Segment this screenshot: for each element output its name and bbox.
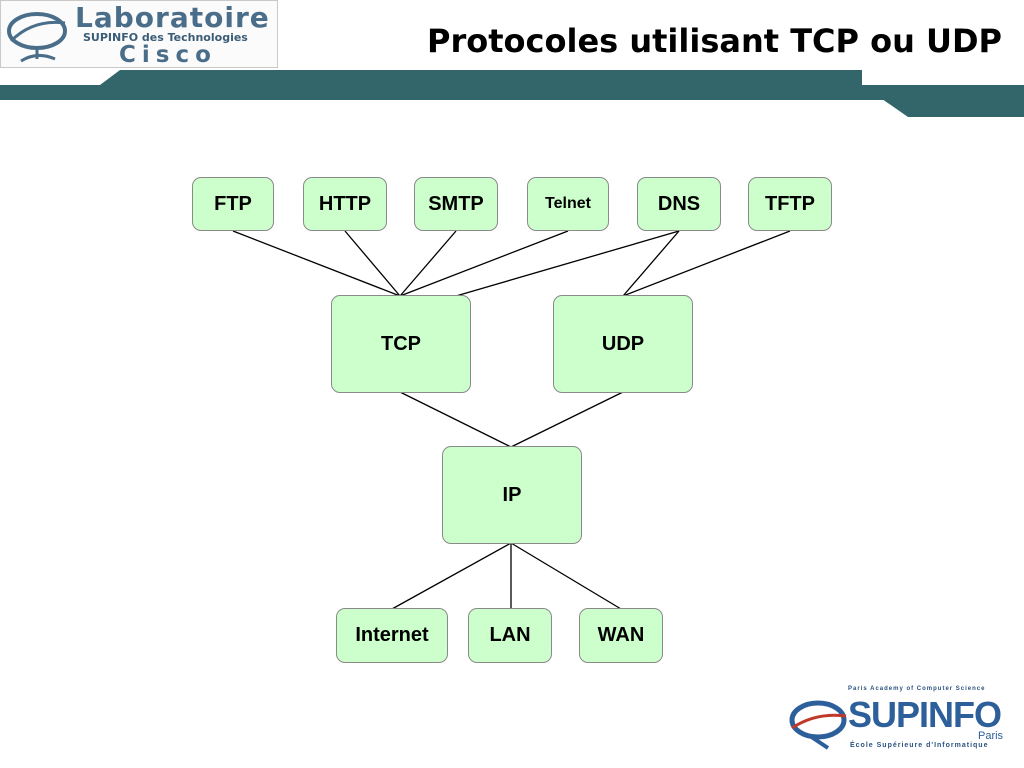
- connector-http-tcp: [344, 230, 401, 297]
- connector-ip-wan: [510, 542, 622, 610]
- supinfo-logo: Paris Academy of Computer Science SUPINF…: [788, 686, 1010, 754]
- connector-tftp-udp: [622, 230, 791, 297]
- connector-ftp-tcp: [232, 230, 401, 297]
- connector-dns-udp: [622, 230, 680, 297]
- node-udp: UDP: [553, 295, 693, 393]
- node-ip: IP: [442, 446, 582, 544]
- connector-smtp-tcp: [399, 230, 457, 297]
- supinfo-tagline-top: Paris Academy of Computer Science: [848, 686, 986, 692]
- connector-telnet-tcp: [399, 230, 569, 297]
- supinfo-tagline-bottom: École Supérieure d'Informatique: [850, 742, 989, 749]
- connector-udp-ip: [510, 391, 624, 448]
- connector-ip-internet: [391, 542, 512, 610]
- laboratoire-cisco-logo: Laboratoire SUPINFO des Technologies Cis…: [0, 0, 278, 68]
- node-http: HTTP: [303, 177, 387, 231]
- node-wan: WAN: [579, 608, 663, 663]
- connector-dns-tcp: [455, 230, 680, 297]
- logo-line-cisco: Cisco: [119, 42, 217, 68]
- node-tftp: TFTP: [748, 177, 832, 231]
- globe-icon: [7, 12, 67, 63]
- slide-title: Protocoles utilisant TCP ou UDP: [427, 22, 1002, 60]
- supinfo-city: Paris: [978, 730, 1004, 742]
- node-lan: LAN: [468, 608, 552, 663]
- node-telnet: Telnet: [527, 177, 609, 231]
- node-smtp: SMTP: [414, 177, 498, 231]
- node-tcp: TCP: [331, 295, 471, 393]
- logo-line-laboratoire: Laboratoire: [75, 1, 270, 34]
- logo-line-supinfo: SUPINFO des Technologies: [83, 31, 248, 44]
- connector-tcp-ip: [399, 391, 512, 448]
- supinfo-brand: SUPINFO: [848, 694, 1002, 735]
- orbit-icon: [789, 700, 847, 750]
- node-internet: Internet: [336, 608, 448, 663]
- node-dns: DNS: [637, 177, 721, 231]
- node-ftp: FTP: [192, 177, 274, 231]
- header-banner: [0, 70, 1024, 117]
